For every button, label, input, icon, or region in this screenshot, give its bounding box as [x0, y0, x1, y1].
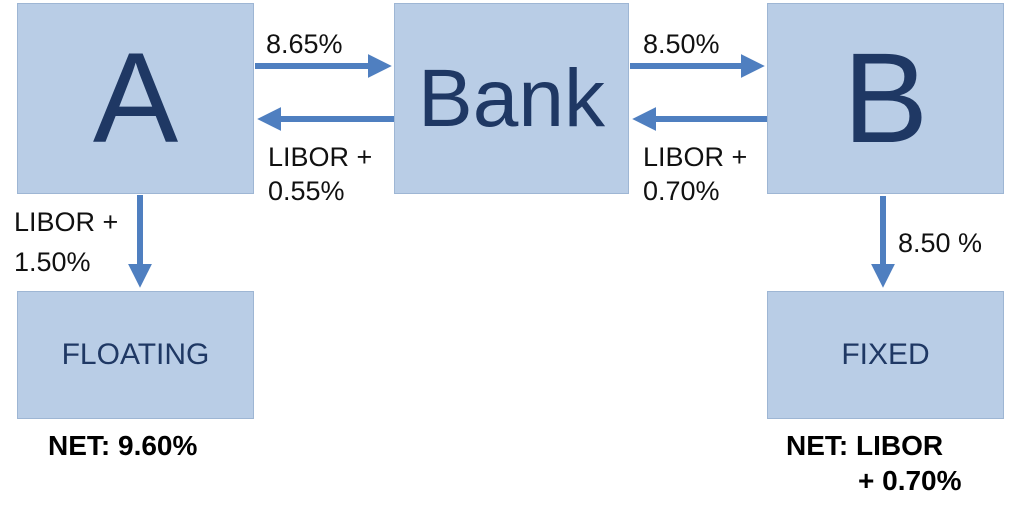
label-bank-to-b: 8.50%	[643, 29, 720, 59]
node-bank-label: Bank	[418, 52, 605, 144]
label-a-to-floating-line2: 1.50%	[14, 247, 91, 277]
node-bank: Bank	[394, 3, 629, 194]
label-bank-to-a-line1: LIBOR +	[268, 142, 373, 172]
label-a-to-floating-line1: LIBOR +	[14, 207, 119, 237]
label-b-to-bank-line1: LIBOR +	[643, 142, 748, 172]
node-b: B	[767, 3, 1004, 194]
net-b-line1: NET: LIBOR	[786, 430, 944, 461]
node-floating: FLOATING	[17, 291, 254, 419]
label-b-to-bank-line2: 0.70%	[643, 176, 720, 206]
label-bank-to-a-line2: 0.55%	[268, 176, 345, 206]
label-b-to-fixed: 8.50 %	[898, 228, 983, 258]
node-floating-label: FLOATING	[61, 338, 210, 371]
node-a-label: A	[92, 26, 179, 170]
node-fixed-label: FIXED	[841, 338, 930, 371]
net-a: NET: 9.60%	[48, 430, 198, 461]
label-a-to-bank: 8.65%	[266, 29, 343, 59]
net-b-line2: + 0.70%	[858, 465, 962, 496]
node-fixed: FIXED	[767, 291, 1004, 419]
node-b-label: B	[842, 26, 929, 170]
node-a: A	[17, 3, 254, 194]
